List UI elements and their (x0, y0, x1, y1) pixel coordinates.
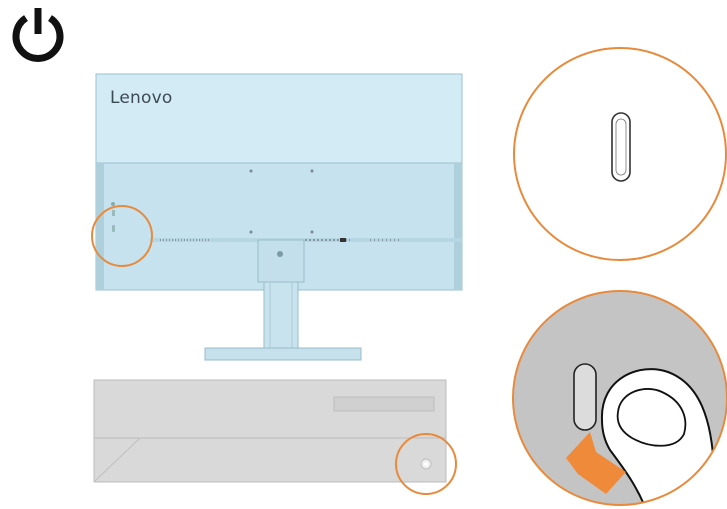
brand-logo-text: Lenovo (110, 88, 173, 108)
power-icon (8, 4, 68, 64)
arrow-icon (566, 432, 626, 494)
